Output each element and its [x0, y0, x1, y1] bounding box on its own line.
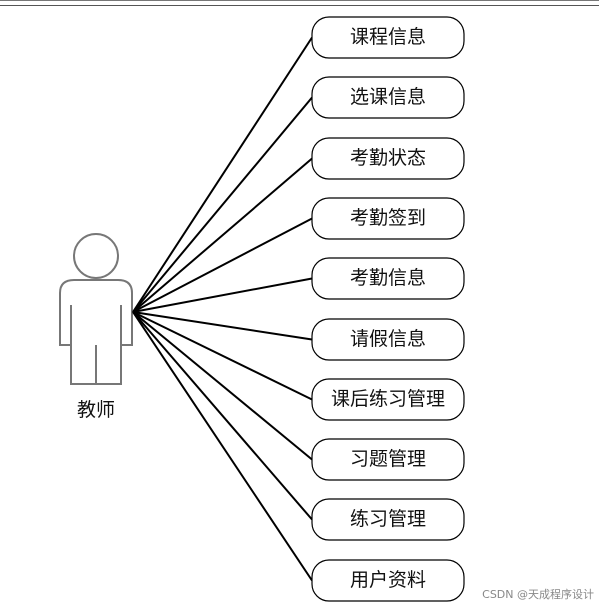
actor-head — [73, 233, 119, 279]
actor-figure — [59, 233, 133, 385]
association-line — [132, 277, 313, 313]
actor-body — [59, 279, 133, 385]
use-case-label: 课程信息 — [349, 26, 426, 48]
top-rule — [0, 0, 599, 6]
association-line — [132, 36, 313, 313]
use-case-label: 选课信息 — [349, 86, 426, 108]
use-case-label: 习题管理 — [349, 448, 426, 470]
use-case-label: 请假信息 — [349, 328, 426, 350]
use-case-oval — [311, 16, 465, 59]
association-line — [132, 311, 313, 341]
use-case-label: 考勤签到 — [349, 207, 426, 229]
association-line — [132, 311, 313, 582]
use-case-oval — [311, 76, 465, 119]
use-case-label: 考勤信息 — [349, 267, 426, 289]
association-line — [132, 311, 313, 401]
use-case-oval — [311, 318, 465, 361]
use-case-ovals — [311, 16, 465, 602]
watermark: CSDN @天成程序设计 — [482, 588, 594, 601]
association-line — [132, 157, 313, 313]
use-case-oval — [311, 559, 465, 602]
use-case-label: 考勤状态 — [349, 147, 426, 169]
association-line — [132, 96, 313, 313]
use-case-label: 课后练习管理 — [330, 388, 445, 410]
actor-label: 教师 — [76, 399, 115, 421]
use-case-oval — [311, 137, 465, 180]
use-case-oval — [311, 438, 465, 481]
association-line — [132, 311, 313, 461]
use-case-label: 练习管理 — [349, 508, 426, 530]
use-case-oval — [311, 257, 465, 300]
use-case-label: 用户资料 — [349, 569, 426, 591]
use-case-oval — [311, 197, 465, 240]
association-line — [132, 311, 313, 521]
use-case-oval — [311, 498, 465, 541]
association-lines — [132, 36, 313, 582]
use-case-oval — [311, 378, 465, 421]
association-line — [132, 217, 313, 313]
